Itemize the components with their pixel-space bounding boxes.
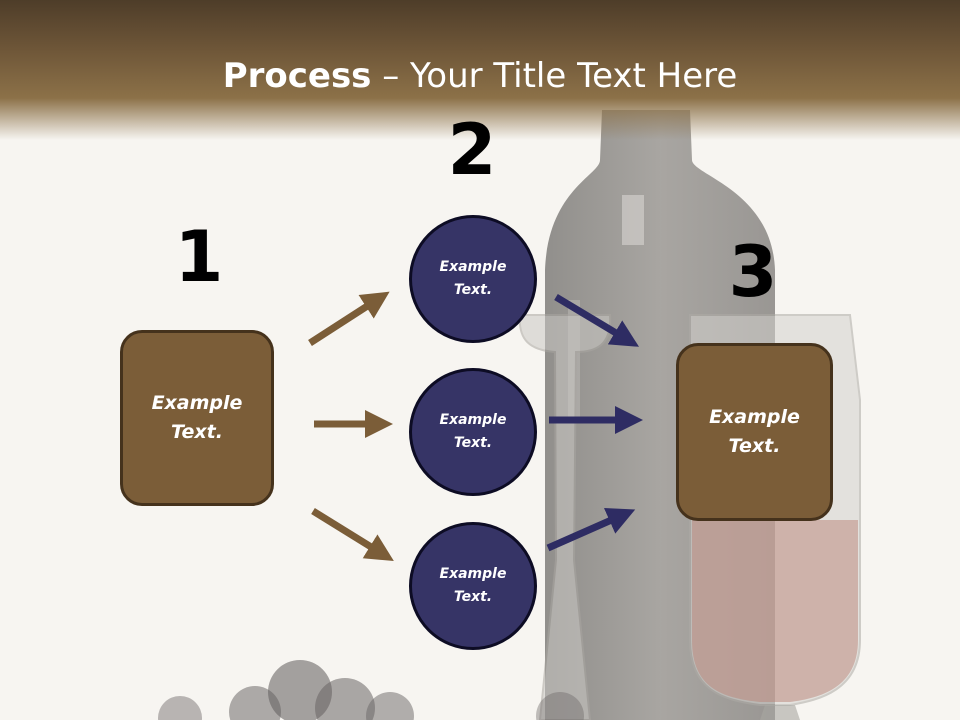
step-2-circle-top: Example Text.	[409, 215, 537, 343]
arrow-right-icon	[308, 291, 390, 346]
step-1-box: Example Text.	[120, 330, 274, 506]
title-rest: – Your Title Text Here	[371, 56, 738, 96]
step-3-box: Example Text.	[676, 343, 833, 521]
step-3-number: 3	[728, 231, 778, 313]
arrow-right-icon	[311, 508, 394, 562]
step-2-number: 2	[447, 109, 497, 191]
slide-title: Process – Your Title Text Here	[0, 54, 960, 98]
title-bar	[0, 0, 960, 140]
step-2-circle-middle: Example Text.	[409, 368, 537, 496]
step-2-circle-bottom: Example Text.	[409, 522, 537, 650]
arrow-right-icon	[546, 508, 636, 552]
arrow-right-icon	[554, 293, 640, 347]
step-1-number: 1	[174, 216, 224, 298]
title-bold: Process	[222, 56, 372, 96]
